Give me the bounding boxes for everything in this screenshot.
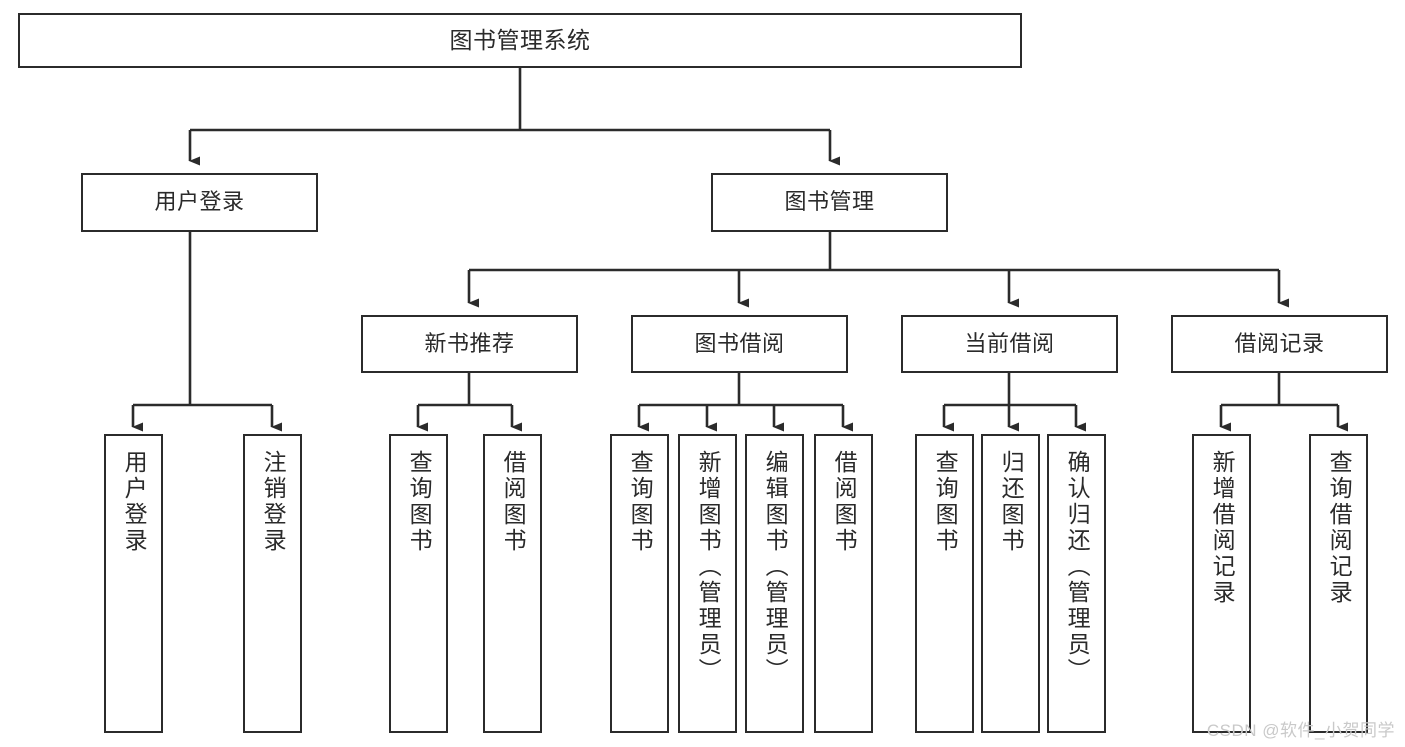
node-book-borrowing[interactable]: 图书借阅 <box>631 315 848 373</box>
node-label: 当前借阅 <box>964 330 1055 356</box>
leaf-query-books-borrow[interactable]: 查询图书 <box>610 434 669 733</box>
edges-user-login-to-leaves <box>131 232 282 432</box>
node-label: 新增借阅记录 <box>1209 450 1236 606</box>
node-book-management[interactable]: 图书管理 <box>711 173 948 232</box>
node-label: 编辑图书（管理员） <box>762 450 789 684</box>
leaf-return-books[interactable]: 归还图书 <box>981 434 1040 733</box>
node-label: 借阅记录 <box>1234 330 1325 356</box>
node-label: 借阅图书 <box>831 450 858 554</box>
node-label: 用户登录 <box>154 189 245 215</box>
node-user-login[interactable]: 用户登录 <box>81 173 318 232</box>
edges-borrow-to-leaves <box>637 373 853 432</box>
node-label: 注销登录 <box>260 450 287 554</box>
leaf-add-book-admin[interactable]: 新增图书（管理员） <box>678 434 737 733</box>
edges-root-to-level2 <box>188 68 840 166</box>
node-label: 查询图书 <box>932 450 959 554</box>
edges-records-to-leaves <box>1219 373 1348 432</box>
node-label: 归还图书 <box>998 450 1025 554</box>
leaf-borrow-books[interactable]: 借阅图书 <box>814 434 873 733</box>
edges-current-borrow-to-leaves <box>942 373 1086 432</box>
edges-book-mgmt-to-level3 <box>467 232 1289 308</box>
node-label: 新书推荐 <box>424 330 515 356</box>
node-label: 图书借阅 <box>694 330 785 356</box>
node-label: 借阅图书 <box>500 450 527 554</box>
node-new-book-recommendation[interactable]: 新书推荐 <box>361 315 578 373</box>
leaf-user-login[interactable]: 用户登录 <box>104 434 163 733</box>
node-label: 查询借阅记录 <box>1326 450 1353 606</box>
watermark-text: CSDN @软件_小贺同学 <box>1206 721 1395 740</box>
node-root-system[interactable]: 图书管理系统 <box>18 13 1022 68</box>
leaf-edit-book-admin[interactable]: 编辑图书（管理员） <box>745 434 804 733</box>
leaf-confirm-return-admin[interactable]: 确认归还（管理员） <box>1047 434 1106 733</box>
node-label: 查询图书 <box>627 450 654 554</box>
leaf-borrow-books-recommend[interactable]: 借阅图书 <box>483 434 542 733</box>
node-label: 查询图书 <box>406 450 433 554</box>
leaf-query-books-current[interactable]: 查询图书 <box>915 434 974 733</box>
node-label: 图书管理系统 <box>449 26 591 53</box>
leaf-query-books-recommend[interactable]: 查询图书 <box>389 434 448 733</box>
node-label: 确认归还（管理员） <box>1064 450 1091 684</box>
leaf-query-borrow-record[interactable]: 查询借阅记录 <box>1309 434 1368 733</box>
node-current-borrowing[interactable]: 当前借阅 <box>901 315 1118 373</box>
edges-new-books-to-leaves <box>416 373 522 432</box>
leaf-add-borrow-record[interactable]: 新增借阅记录 <box>1192 434 1251 733</box>
leaf-logout[interactable]: 注销登录 <box>243 434 302 733</box>
node-label: 图书管理 <box>784 189 875 215</box>
node-label: 用户登录 <box>121 450 148 554</box>
node-borrowing-records[interactable]: 借阅记录 <box>1171 315 1388 373</box>
node-label: 新增图书（管理员） <box>695 450 722 684</box>
